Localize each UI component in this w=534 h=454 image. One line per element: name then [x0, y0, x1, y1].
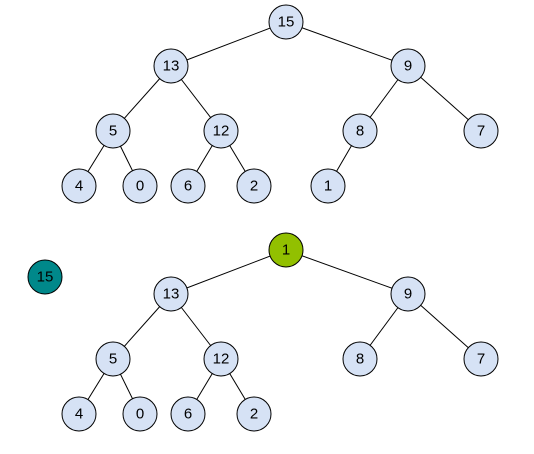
heap-after-node-label: 8 — [356, 351, 364, 368]
heap-after-node: 4 — [61, 396, 97, 432]
heap-after-node-circle — [390, 276, 426, 312]
heap-before-node-circle — [95, 113, 131, 149]
removed-node-circle — [27, 259, 63, 295]
heap-before-node-label: 12 — [213, 123, 230, 140]
tree-nodes: 15 13 9 5 12 8 7 4 0 6 2 1 1 13 9 5 12 8 7 4 0 6 2 15 — [27, 4, 499, 432]
heap-after-node-circle — [342, 341, 378, 377]
heap-after-node: 12 — [203, 341, 239, 377]
heap-before-node-circle — [61, 168, 97, 204]
heap-before-node: 6 — [170, 168, 206, 204]
heap-before-node-label: 1 — [324, 178, 332, 195]
heap-after-node-circle — [463, 341, 499, 377]
heap-before-node-circle — [236, 168, 272, 204]
heap-after-node-circle — [170, 396, 206, 432]
heap-after-node: 5 — [95, 341, 131, 377]
heap-before-node: 5 — [95, 113, 131, 149]
heap-before-node-label: 8 — [356, 123, 364, 140]
heap-before-node-circle — [310, 168, 346, 204]
heap-before-node-circle — [153, 48, 189, 84]
heap-after-node-label: 7 — [477, 351, 485, 368]
heap-before-node-circle — [342, 113, 378, 149]
heap-before-node-label: 2 — [250, 178, 258, 195]
heap-before-edge — [170, 21, 287, 67]
heap-after-node: 9 — [390, 276, 426, 312]
heap-before-node-label: 6 — [184, 178, 192, 195]
heap-after-node: 0 — [122, 396, 158, 432]
heap-before-node-label: 5 — [109, 123, 117, 140]
tree-edges — [78, 21, 482, 415]
heap-after-edge — [285, 249, 409, 295]
heap-before-node-label: 4 — [75, 178, 83, 195]
heap-after-node-circle — [153, 276, 189, 312]
heap-after-node-circle — [268, 232, 304, 268]
heap-before-node: 2 — [236, 168, 272, 204]
heap-before-node: 12 — [203, 113, 239, 149]
heap-after-node: 8 — [342, 341, 378, 377]
heap-after-node-label: 6 — [184, 406, 192, 423]
heap-after-node-label: 9 — [404, 286, 412, 303]
heap-after-node-label: 2 — [250, 406, 258, 423]
heap-before-node: 15 — [268, 4, 304, 40]
heap-before-node-circle — [122, 168, 158, 204]
heap-before-node: 0 — [122, 168, 158, 204]
heap-after-node-label: 5 — [109, 351, 117, 368]
heap-after-node-circle — [95, 341, 131, 377]
heap-before-node-circle — [203, 113, 239, 149]
heap-after-node-circle — [122, 396, 158, 432]
heap-after-node-label: 12 — [213, 351, 230, 368]
heap-before-edge — [285, 21, 409, 67]
heap-before-node: 9 — [390, 48, 426, 84]
heap-after-node: 2 — [236, 396, 272, 432]
heap-before-node-label: 15 — [278, 14, 295, 31]
heap-after-node: 7 — [463, 341, 499, 377]
heap-after-node-circle — [203, 341, 239, 377]
heap-before-node: 8 — [342, 113, 378, 149]
heap-before-node-label: 7 — [477, 123, 485, 140]
heap-after-edge — [170, 249, 287, 295]
heap-before-node: 4 — [61, 168, 97, 204]
heap-before-node-circle — [268, 4, 304, 40]
heap-after-node-circle — [236, 396, 272, 432]
heap-before-node-circle — [390, 48, 426, 84]
heap-after-node-label: 0 — [136, 406, 144, 423]
heap-after-node: 6 — [170, 396, 206, 432]
removed-node-label: 15 — [37, 269, 54, 286]
heap-before-node: 1 — [310, 168, 346, 204]
removed-node: 15 — [27, 259, 63, 295]
heap-before-node-label: 9 — [404, 58, 412, 75]
heap-before-node-label: 0 — [136, 178, 144, 195]
heap-before-node: 13 — [153, 48, 189, 84]
heap-after-node-label: 1 — [282, 242, 290, 259]
heap-before-node: 7 — [463, 113, 499, 149]
heap-after-node-circle — [61, 396, 97, 432]
heap-after-node: 1 — [268, 232, 304, 268]
heap-after-node-label: 4 — [75, 406, 83, 423]
heap-before-node-circle — [463, 113, 499, 149]
heap-before-node-circle — [170, 168, 206, 204]
heap-before-node-label: 13 — [163, 58, 180, 75]
heap-after-node: 13 — [153, 276, 189, 312]
heap-after-node-label: 13 — [163, 286, 180, 303]
